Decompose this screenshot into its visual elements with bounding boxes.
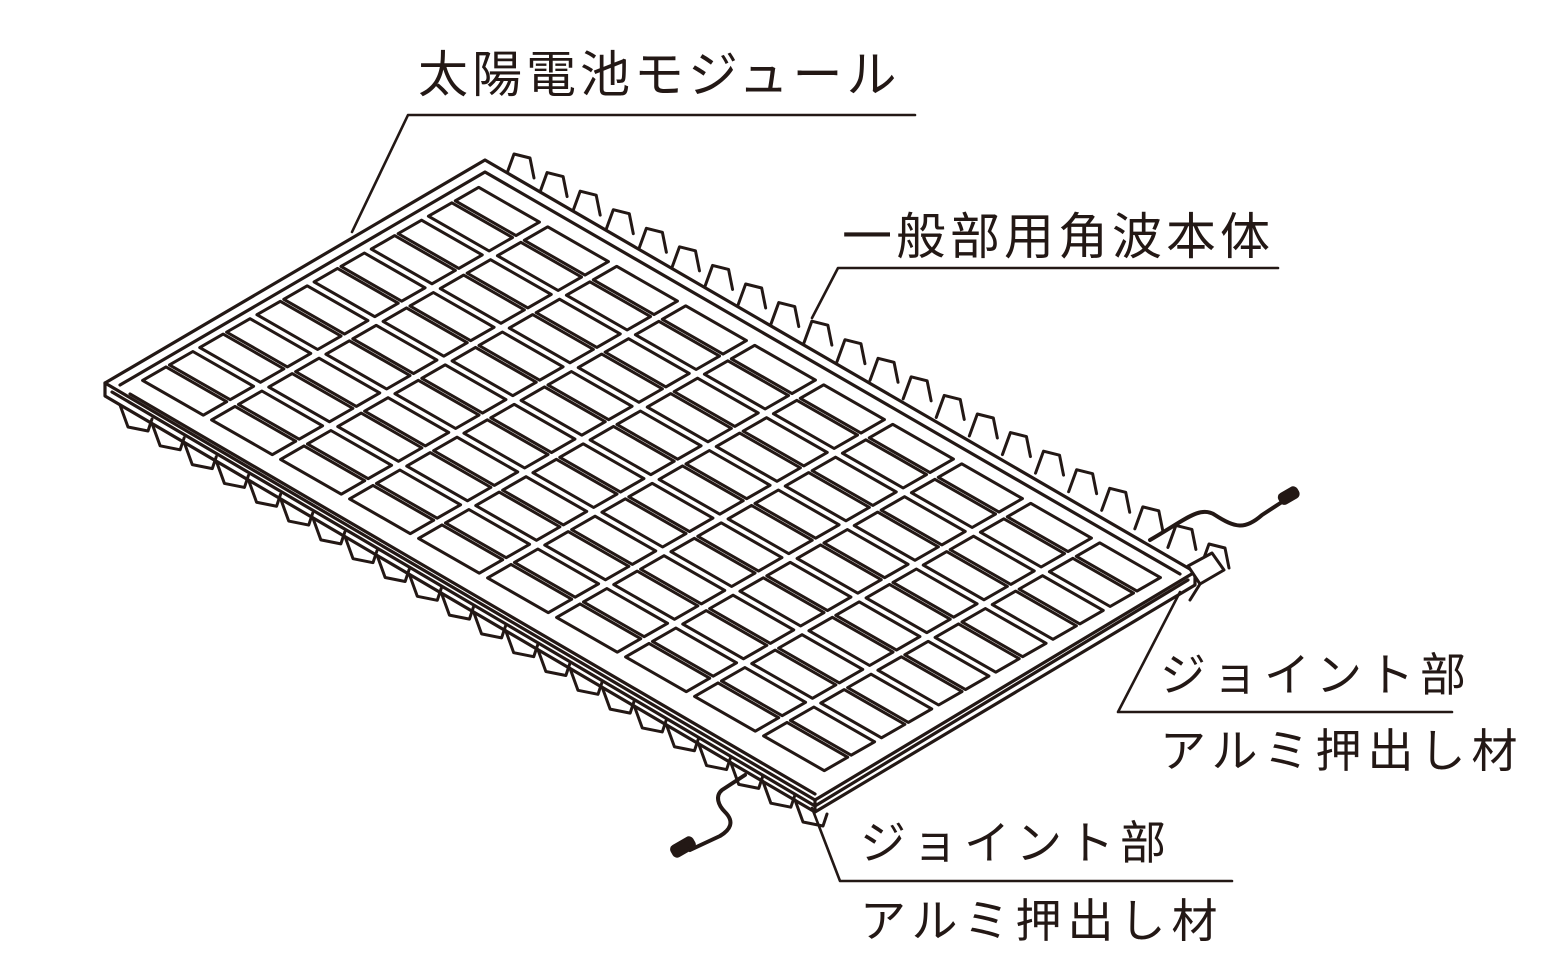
joint-extrusion-right	[1186, 551, 1226, 602]
leader-joint-right	[1116, 590, 1454, 714]
module-frame	[103, 158, 1197, 814]
leader-module	[350, 113, 917, 234]
leader-roof-body	[810, 266, 1280, 320]
label-joint-bottom-line2: アルミ押出し材	[860, 894, 1224, 948]
label-roof-body: 一般部用角波本体	[842, 208, 1274, 266]
label-joint-right-line1: ジョイント部	[1160, 648, 1472, 702]
cable-bottom	[670, 773, 747, 858]
solar-cell-grid	[141, 185, 1162, 773]
label-joint-bottom-line1: ジョイント部	[860, 816, 1172, 870]
roof-corrugation-back	[504, 152, 1231, 570]
label-solar-module: 太陽電池モジュール	[418, 46, 901, 104]
cable-right	[1148, 486, 1300, 542]
leader-lines	[350, 113, 1454, 883]
roof-corrugation-front	[118, 403, 829, 828]
label-joint-right-line2: アルミ押出し材	[1160, 724, 1524, 778]
leader-joint-bottom	[810, 806, 1234, 883]
